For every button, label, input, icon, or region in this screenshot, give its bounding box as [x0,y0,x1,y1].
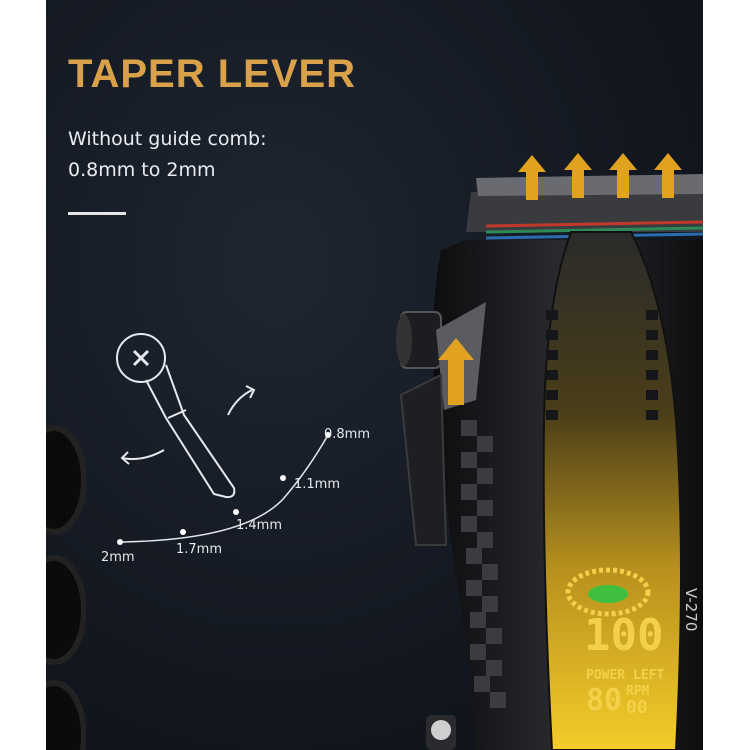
product-banner: TAPER LEVER Without guide comb: 0.8mm to… [46,0,703,750]
subtitle: Without guide comb: 0.8mm to 2mm [68,124,267,186]
power-knob [426,715,456,750]
setting-dot-0.8mm [325,432,331,438]
setting-label-2mm: 2mm [101,550,135,565]
setting-dot-1.7mm [180,529,186,535]
arrow-up-icon [438,153,682,405]
lcd-display [565,567,651,617]
lcd-digits: 100 [584,610,664,661]
screw-icon [132,349,150,367]
lever-diagram [116,333,331,545]
divider [68,212,126,215]
setting-dot-2mm [117,539,123,545]
setting-label-0.8mm: 0.8mm [324,427,371,442]
page-title: TAPER LEVER [68,52,357,96]
subtitle-line-1: Without guide comb: [68,128,267,150]
lcd-power-label: POWER LEFT [586,668,665,683]
lcd-rpm-label: RPM [626,684,650,699]
side-pattern [546,310,658,420]
setting-label-1.4mm: 1.4mm [236,518,283,533]
lever-icon [116,333,236,499]
lcd-rpm-digits: 80 [586,683,623,718]
lcd-rpm-value: 00 [626,697,648,718]
checkered-grip [461,420,506,708]
clipper-image [396,153,703,750]
subtitle-line-2: 0.8mm to 2mm [68,159,216,181]
rubber-rings [46,425,86,750]
setting-label-1.1mm: 1.1mm [294,477,341,492]
setting-arc [119,434,329,543]
rotate-arrow-icon [120,385,256,465]
setting-dot-1.1mm [280,475,286,481]
setting-label-1.7mm: 1.7mm [176,542,223,557]
model-number: V-270 [682,588,700,632]
setting-dot-1.4mm [233,509,239,515]
